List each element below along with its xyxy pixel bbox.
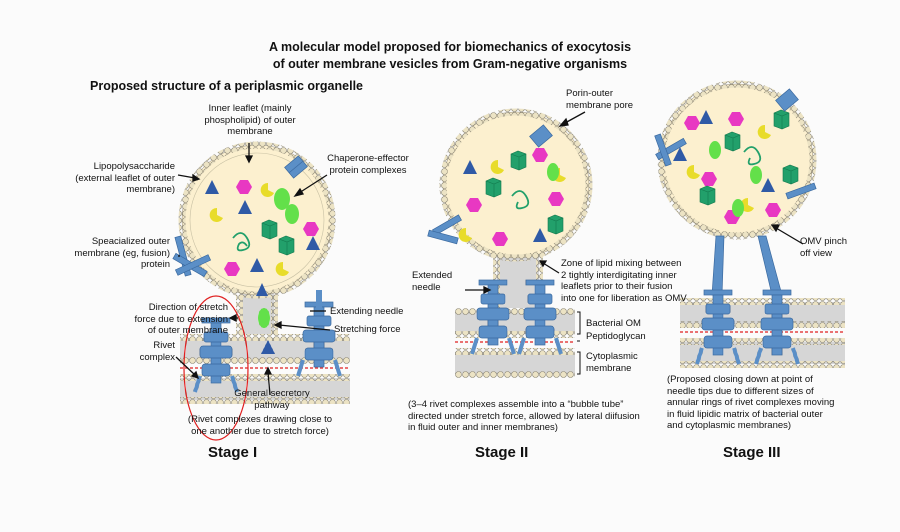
stage1-secretory-triangle — [261, 340, 275, 354]
title-line-2: of outer membrane vesicles from Gram-neg… — [272, 57, 628, 71]
label-peptidoglycan: Peptidoglycan — [586, 331, 646, 342]
label-lipopolysaccharide: Lipopolysaccharide(external leaflet of o… — [75, 161, 175, 195]
label-stretching-force: Stretching force — [334, 324, 401, 335]
stage1-inner-membrane — [180, 378, 350, 400]
stage1-label: Stage I — [208, 444, 258, 461]
rivet-highlight-ellipse — [183, 295, 249, 441]
subheading: Proposed structure of a periplasmic orga… — [90, 79, 363, 93]
title-line-1: A molecular model proposed for biomechan… — [268, 40, 632, 54]
stage2-diagram — [427, 108, 593, 378]
stage2-caption: (3–4 rivet complexes assemble into a “bu… — [408, 399, 640, 433]
stage3-diagram — [654, 80, 845, 368]
stage1-diagram — [172, 141, 350, 441]
label-extending-needle: Extending needle — [330, 306, 404, 317]
stage3-label: Stage III — [723, 444, 781, 461]
label-bacterial-om: Bacterial OM — [586, 318, 641, 329]
main-title: A molecular model proposed for biomechan… — [230, 39, 670, 73]
stage2-label: Stage II — [475, 444, 529, 461]
